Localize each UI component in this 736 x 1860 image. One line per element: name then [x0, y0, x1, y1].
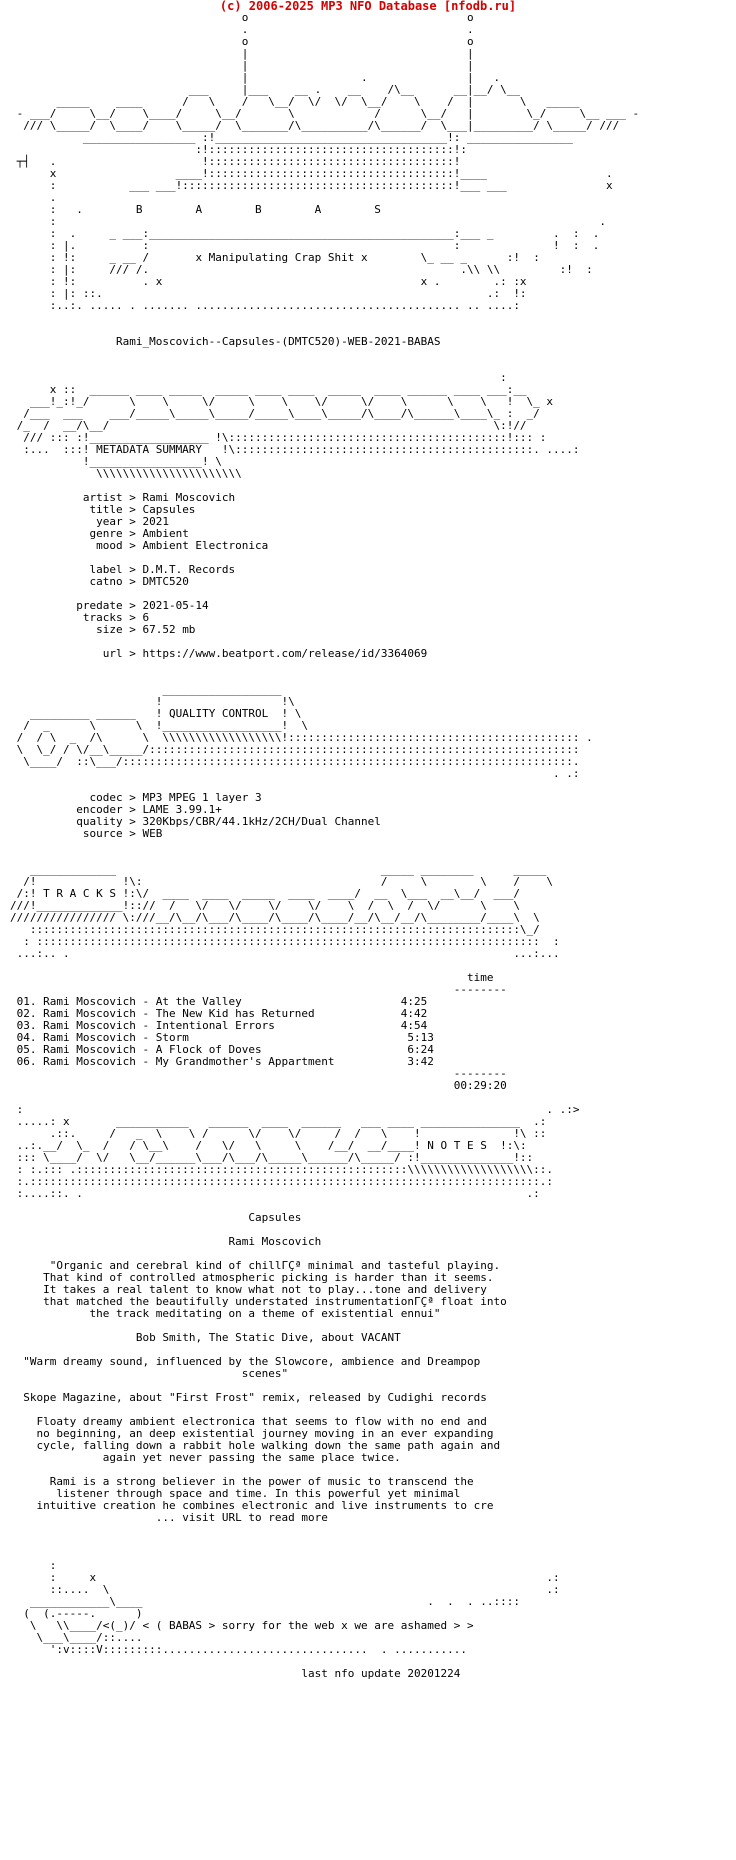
logo-art: o o . . o o — [16, 11, 640, 216]
time-header: time — [466, 971, 494, 984]
meta-predate: predate > 2021-05-14 — [10, 599, 209, 612]
notes-line: It takes a real talent to know what not … — [43, 1283, 487, 1296]
quality-quality: quality > 320Kbps/CBR/44.1kHz/2CH/Dual C… — [10, 815, 381, 828]
meta-year: year > 2021 — [10, 515, 169, 528]
tagline: x Manipulating Crap Shit x — [195, 251, 368, 264]
notes-line: no beginning, an deep existential journe… — [36, 1427, 494, 1440]
notes-line: "Organic and cerebral kind of chillГÇª m… — [49, 1259, 501, 1272]
metadata-title: METADATA SUMMARY — [96, 443, 203, 456]
nfo-document: o o . . o o — [10, 11, 640, 1680]
notes-line: scenes" — [241, 1367, 289, 1380]
notes-line: Rami Moscovich — [228, 1235, 322, 1248]
total-time: 00:29:20 — [453, 1079, 507, 1092]
page-header: (c) 2006-2025 MP3 NFO Database [nfodb.ru… — [219, 0, 517, 13]
notes-line: the track meditating on a theme of exist… — [89, 1307, 441, 1320]
time-rule: -------- — [10, 983, 507, 996]
track-row: 01. Rami Moscovich - At the Valley 4:25 — [16, 995, 428, 1008]
notes-line: intuitive creation he combines electroni… — [36, 1499, 494, 1512]
track-row: 05. Rami Moscovich - A Flock of Doves 6:… — [16, 1043, 434, 1056]
meta-catno: catno > DMTC520 — [10, 575, 189, 588]
tracks-banner-art: _____________ _____ ________ _____ /! !\… — [16, 863, 554, 900]
quality-title: QUALITY CONTROL — [168, 707, 269, 720]
last-update: last nfo update 20201224 — [301, 1667, 461, 1680]
notes-line: listener through space and time. In this… — [56, 1487, 461, 1500]
notes-line: ... visit URL to read more — [155, 1511, 328, 1524]
notes-body: Capsules Rami Moscovich "Organic and cer… — [10, 1212, 639, 1524]
metadata-list: artist > Rami Moscovich title > Capsules… — [10, 492, 639, 660]
tracklist: 01. Rami Moscovich - At the Valley 4:25 … — [10, 996, 639, 1068]
group-name: B A B A S — [135, 203, 381, 216]
meta-tracks: tracks > 6 — [10, 611, 150, 624]
notes-line: "Warm dreamy sound, influenced by the Sl… — [23, 1355, 481, 1368]
total-rule: -------- — [10, 1067, 507, 1080]
notes-title: N O T E S — [427, 1139, 487, 1152]
meta-url[interactable]: url > https://www.beatport.com/release/i… — [10, 647, 428, 660]
meta-size: size > 67.52 mb — [10, 623, 196, 636]
quality-source: source > WEB — [10, 827, 163, 840]
notes-line: cycle, falling down a rabbit hole walkin… — [36, 1439, 501, 1452]
meta-label: label > D.M.T. Records — [10, 563, 236, 576]
footer-message: < ( BABAS > sorry for the web x we are a… — [142, 1619, 474, 1632]
meta-mood: mood > Ambient Electronica — [10, 539, 269, 552]
track-row: 02. Rami Moscovich - The New Kid has Ret… — [16, 1007, 428, 1020]
notes-line: Bob Smith, The Static Dive, about VACANT — [135, 1331, 401, 1344]
meta-artist: artist > Rami Moscovich — [10, 491, 236, 504]
track-row: 03. Rami Moscovich - Intentional Errors … — [16, 1019, 428, 1032]
quality-banner-art: __________________ ! !\ _________ ______… — [29, 683, 295, 720]
notes-line: Capsules — [248, 1211, 302, 1224]
footer-art: : : x .: ::.... \ .: ____________\____ — [23, 1559, 560, 1632]
notes-line: Rami is a strong believer in the power o… — [49, 1475, 474, 1488]
release-name: Rami_Moscovich--Capsules-(DMTC520)-WEB-2… — [115, 335, 441, 348]
quality-list: codec > MP3 MPEG 1 layer 3 encoder > LAM… — [10, 792, 639, 840]
track-row: 04. Rami Moscovich - Storm 5:13 — [16, 1031, 434, 1044]
tracks-title: T R A C K S — [43, 887, 116, 900]
meta-genre: genre > Ambient — [10, 527, 189, 540]
quality-codec: codec > MP3 MPEG 1 layer 3 — [10, 791, 262, 804]
notes-line: Floaty dreamy ambient electronica that s… — [36, 1415, 487, 1428]
notes-line: That kind of controlled atmospheric pick… — [43, 1271, 494, 1284]
notes-line: that matched the beautifully understated… — [43, 1295, 507, 1308]
notes-line: Skope Magazine, about "First Frost" remi… — [23, 1391, 487, 1404]
quality-encoder: encoder > LAME 3.99.1+ — [10, 803, 222, 816]
notes-line: again yet never passing the same place t… — [102, 1451, 401, 1464]
notes-banner-art: : . .:> .....: x ___________ ______ ____… — [16, 1103, 580, 1152]
metadata-banner-art: : x :: ______ ____ _____ _____ ____ ____… — [16, 371, 554, 456]
meta-title: title > Capsules — [10, 503, 196, 516]
track-row: 06. Rami Moscovich - My Grandmother's Ap… — [16, 1055, 434, 1068]
